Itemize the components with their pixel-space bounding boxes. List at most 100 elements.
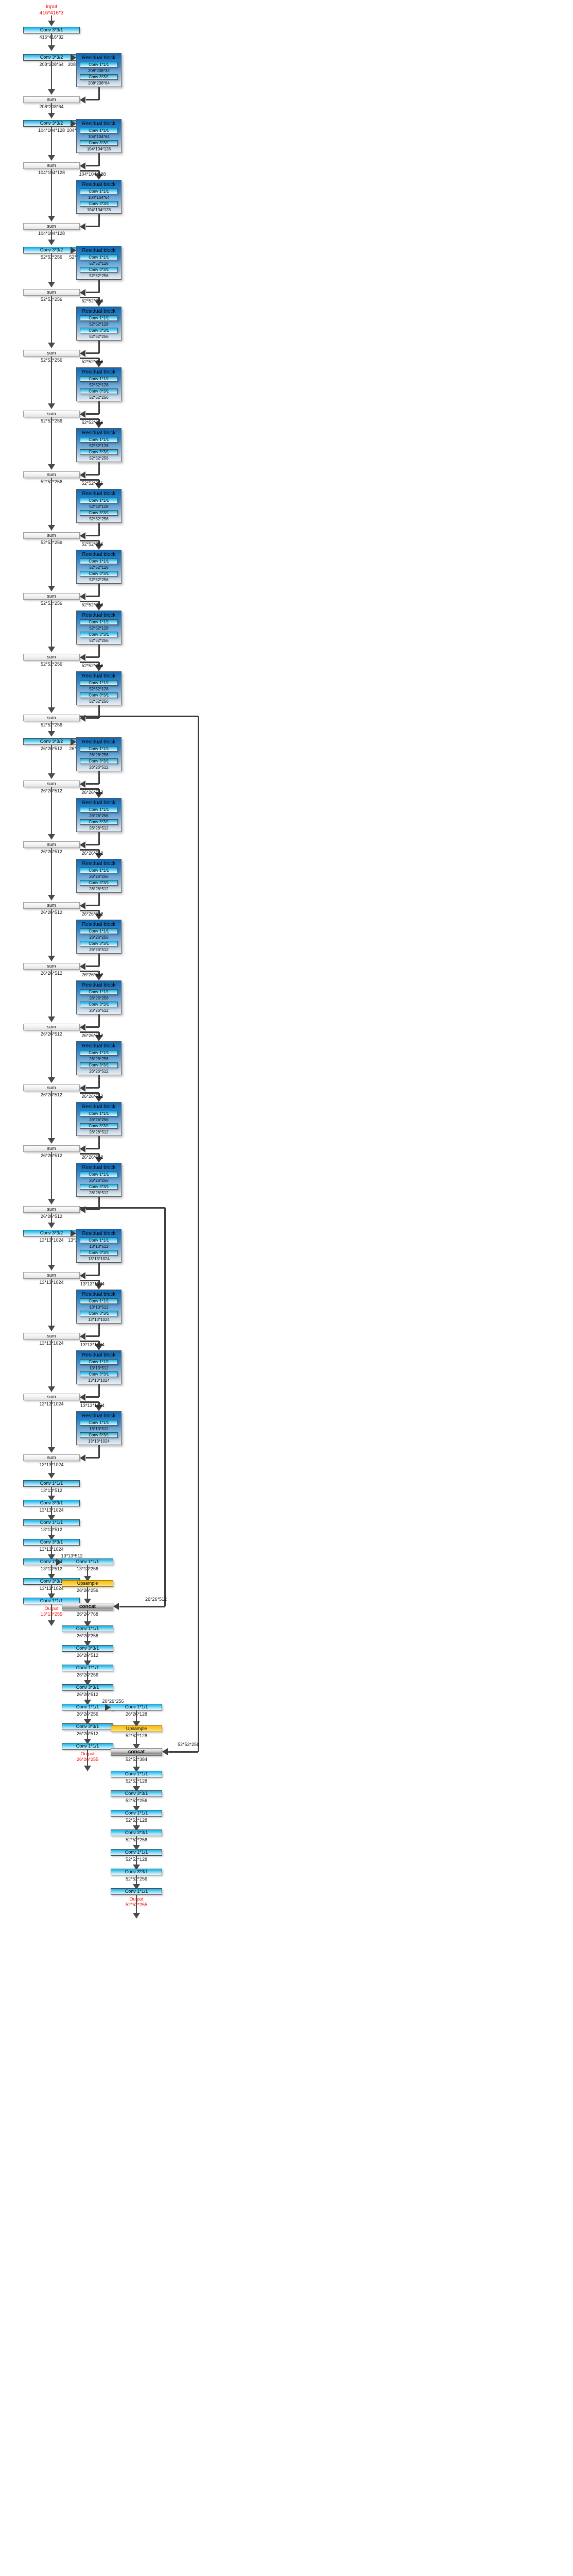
head-medium-conv-4[interactable]: Conv 1*1/1	[62, 1704, 113, 1710]
residual-conv-3x3[interactable]: Conv 3*3/1	[80, 267, 118, 273]
residual-conv-1x1[interactable]: Conv 1*1/1	[80, 1172, 118, 1177]
sum-stage-256-4[interactable]: sum	[23, 532, 80, 539]
residual-conv-3x3[interactable]: Conv 3*3/1	[80, 1311, 118, 1316]
residual-conv-3x3[interactable]: Conv 3*3/1	[80, 692, 118, 698]
sum-stage-128-1[interactable]: sum	[23, 223, 80, 230]
residual-conv-3x3[interactable]: Conv 3*3/1	[80, 510, 118, 516]
sum-stage-512-5[interactable]: sum	[23, 1084, 80, 1091]
residual-conv-1x1[interactable]: Conv 1*1/1	[80, 868, 118, 873]
head-small-conv-2[interactable]: Conv 1*1/1	[111, 1810, 162, 1817]
head-small-conv-4[interactable]: Conv 1*1/1	[111, 1849, 162, 1856]
sum-stage-64-0[interactable]: sum	[23, 96, 80, 103]
head-medium-conv-0[interactable]: Conv 1*1/1	[62, 1625, 113, 1632]
head-large-conv-3[interactable]: Conv 3*3/1	[23, 1539, 80, 1546]
neck-medium-upsample[interactable]: Upsample	[62, 1580, 113, 1587]
neck-small-concat[interactable]: concat	[111, 1748, 162, 1756]
neck-medium-concat[interactable]: concat	[62, 1603, 113, 1611]
residual-conv-1x1[interactable]: Conv 1*1/1	[80, 807, 118, 812]
sum-stage-256-1[interactable]: sum	[23, 350, 80, 357]
residual-conv-1x1[interactable]: Conv 1*1/1	[80, 1359, 118, 1365]
sum-stage-1024-3[interactable]: sum	[23, 1454, 80, 1461]
residual-conv-3x3[interactable]: Conv 3*3/1	[80, 632, 118, 637]
sum-stage-256-6[interactable]: sum	[23, 654, 80, 660]
residual-conv-3x3[interactable]: Conv 3*3/1	[80, 201, 118, 207]
residual-conv-1x1[interactable]: Conv 1*1/1	[80, 62, 118, 67]
residual-conv-3x3[interactable]: Conv 3*3/1	[80, 880, 118, 886]
sum-stage-512-7[interactable]: sum	[23, 1206, 80, 1213]
residual-conv-3x3[interactable]: Conv 3*3/1	[80, 819, 118, 825]
head-large-conv-0[interactable]: Conv 1*1/1	[23, 1480, 80, 1487]
residual-conv-1x1[interactable]: Conv 1*1/1	[80, 1111, 118, 1116]
head-large-conv-1[interactable]: Conv 3*3/1	[23, 1500, 80, 1506]
head-small-conv-6[interactable]: Conv 1*1/1	[111, 1888, 162, 1895]
residual-conv-1x1[interactable]: Conv 1*1/1	[80, 989, 118, 995]
residual-conv-1x1[interactable]: Conv 1*1/1	[80, 1238, 118, 1243]
residual-conv-1x1[interactable]: Conv 1*1/1	[80, 558, 118, 564]
conv-stem-3x3-s1[interactable]: Conv 3*3/1	[23, 27, 80, 33]
residual-conv-3x3[interactable]: Conv 3*3/1	[80, 758, 118, 764]
residual-conv-3x3[interactable]: Conv 3*3/1	[80, 1002, 118, 1007]
sum-stage-1024-2[interactable]: sum	[23, 1394, 80, 1400]
residual-conv-3x3[interactable]: Conv 3*3/1	[80, 1062, 118, 1068]
residual-conv-1x1[interactable]: Conv 1*1/1	[80, 928, 118, 934]
head-small-conv-0[interactable]: Conv 1*1/1	[111, 1771, 162, 1777]
residual-conv-1x1[interactable]: Conv 1*1/1	[80, 315, 118, 321]
residual-conv-3x3[interactable]: Conv 3*3/1	[80, 1123, 118, 1129]
neck-medium-conv[interactable]: Conv 1*1/1	[62, 1558, 113, 1565]
residual-conv-3x3[interactable]: Conv 3*3/1	[80, 328, 118, 333]
head-medium-conv-5[interactable]: Conv 3*3/1	[62, 1723, 113, 1730]
sum-stage-256-5[interactable]: sum	[23, 593, 80, 600]
residual-conv-1x1[interactable]: Conv 1*1/1	[80, 189, 118, 194]
residual-conv-1x1[interactable]: Conv 1*1/1	[80, 498, 118, 503]
head-large-conv-6[interactable]: Conv 1*1/1	[23, 1598, 80, 1604]
residual-conv-3x3[interactable]: Conv 3*3/1	[80, 1250, 118, 1256]
sum-stage-256-0[interactable]: sum	[23, 289, 80, 296]
head-large-conv-2[interactable]: Conv 1*1/1	[23, 1519, 80, 1526]
residual-conv-1x1[interactable]: Conv 1*1/1	[80, 680, 118, 686]
residual-conv-3x3[interactable]: Conv 3*3/1	[80, 571, 118, 577]
residual-conv-1x1[interactable]: Conv 1*1/1	[80, 128, 118, 133]
sum-stage-512-2[interactable]: sum	[23, 902, 80, 909]
residual-conv-1x1[interactable]: Conv 1*1/1	[80, 437, 118, 443]
conv-downsample-stage-512[interactable]: Conv 3*3/2	[23, 738, 80, 745]
conv-downsample-stage-64[interactable]: Conv 3*3/2	[23, 54, 80, 61]
head-medium-conv-6[interactable]: Conv 1*1/1	[62, 1743, 113, 1750]
sum-stage-512-4[interactable]: sum	[23, 1024, 80, 1030]
residual-conv-3x3[interactable]: Conv 3*3/1	[80, 1371, 118, 1377]
sum-stage-256-3[interactable]: sum	[23, 471, 80, 478]
head-small-conv-5[interactable]: Conv 3*3/1	[111, 1869, 162, 1875]
sum-stage-1024-1[interactable]: sum	[23, 1333, 80, 1340]
sum-stage-512-1[interactable]: sum	[23, 841, 80, 848]
residual-conv-1x1[interactable]: Conv 1*1/1	[80, 1298, 118, 1304]
residual-conv-1x1[interactable]: Conv 1*1/1	[80, 1050, 118, 1056]
sum-stage-128-0[interactable]: sum	[23, 162, 80, 169]
neck-small-upsample[interactable]: Upsample	[111, 1725, 162, 1732]
sum-stage-512-3[interactable]: sum	[23, 963, 80, 970]
residual-conv-1x1[interactable]: Conv 1*1/1	[80, 619, 118, 625]
head-medium-conv-2[interactable]: Conv 1*1/1	[62, 1665, 113, 1671]
sum-stage-256-7[interactable]: sum	[23, 715, 80, 721]
residual-conv-1x1[interactable]: Conv 1*1/1	[80, 746, 118, 752]
residual-conv-1x1[interactable]: Conv 1*1/1	[80, 1420, 118, 1426]
